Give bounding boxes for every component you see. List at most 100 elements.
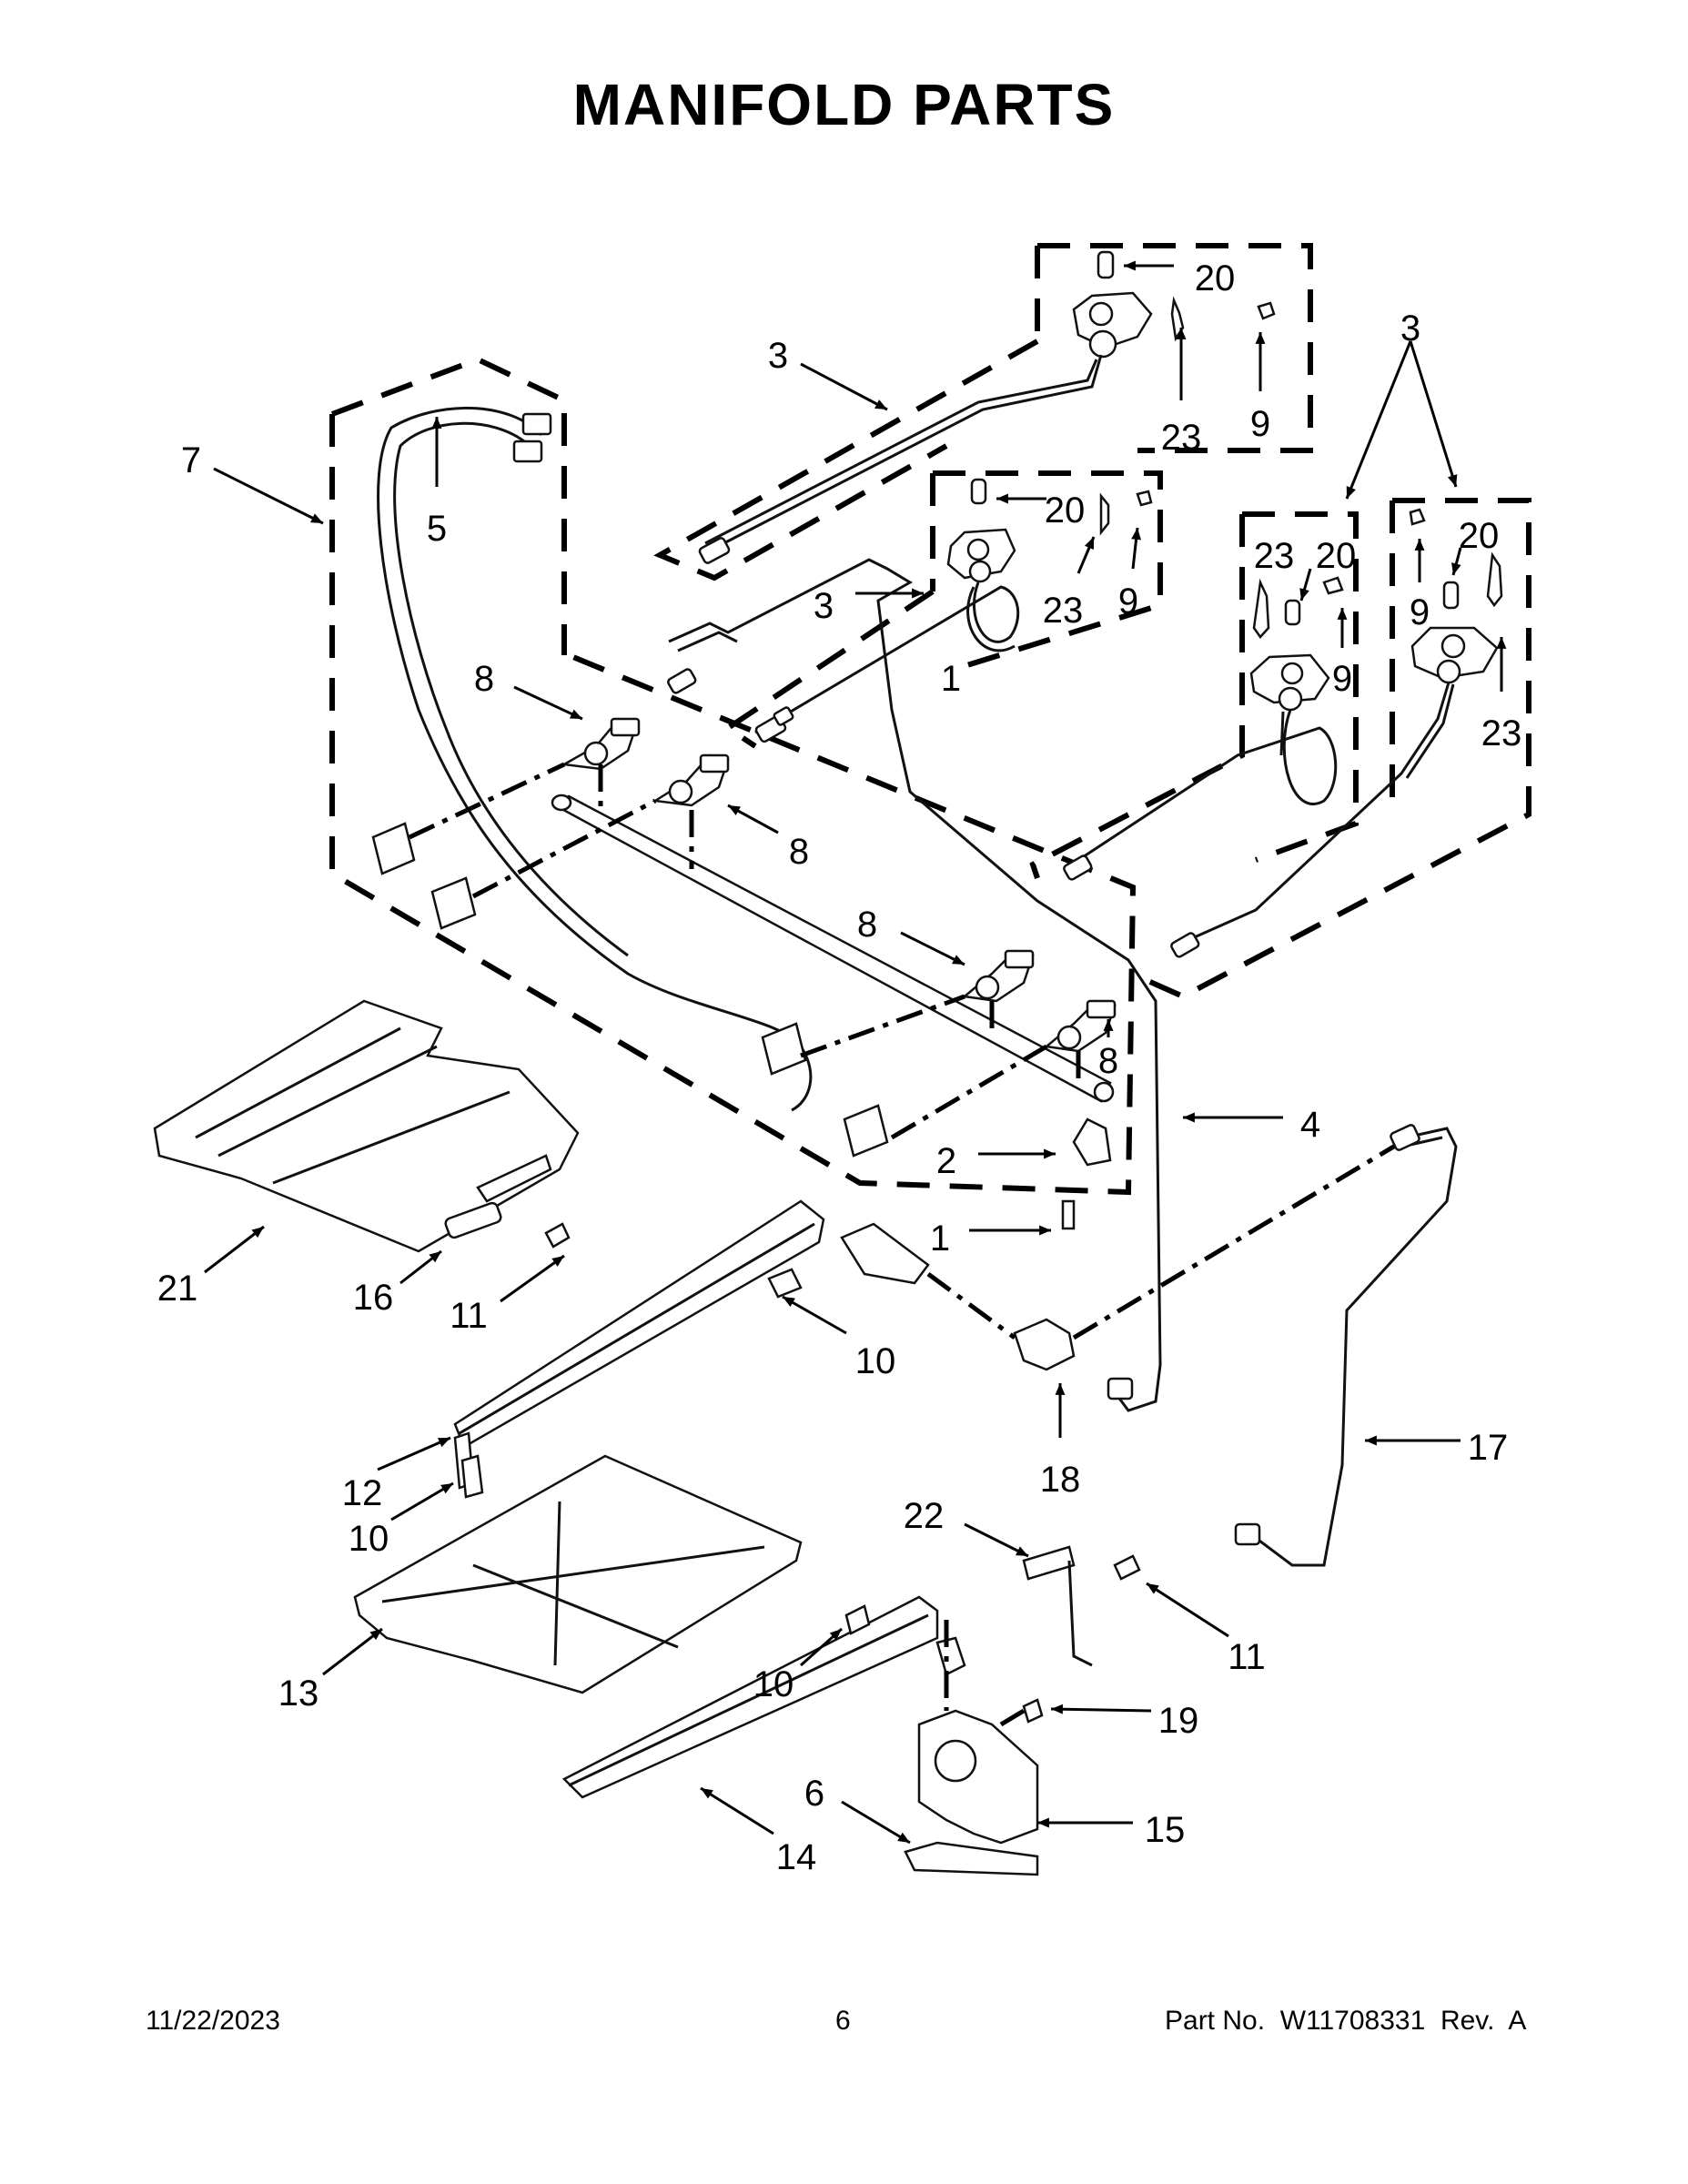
callout-arrowhead [570, 709, 582, 719]
callout-1: 1 [930, 1218, 950, 1259]
callout-7: 7 [181, 440, 201, 480]
callout-8: 8 [789, 832, 809, 872]
callout-arrowhead [1084, 537, 1094, 550]
gas-valve-3 [962, 949, 1035, 1003]
footer-date: 11/22/2023 [146, 2006, 280, 2036]
screw-10-rail [844, 1604, 871, 1635]
callout-arrow [700, 1786, 774, 1835]
bracket-screw [1061, 1199, 1076, 1230]
callout-5: 5 [427, 509, 447, 549]
callout-11: 11 [1228, 1637, 1266, 1677]
callout-arrowhead [897, 1832, 910, 1843]
callout-arrow [1345, 340, 1412, 500]
tube-fitting-top [698, 537, 731, 564]
callout-9: 9 [1250, 404, 1270, 444]
callout-arrow [1146, 1582, 1229, 1638]
group-outline-right-valve-1 [1029, 511, 1359, 879]
igniter-switch-bracket-4 [843, 1104, 889, 1158]
callout-arrowhead [1447, 474, 1458, 487]
tube-fitting-right-1 [1063, 854, 1093, 881]
callout-23: 23 [1481, 713, 1522, 753]
callout-arrow [841, 1800, 911, 1845]
callout-arrowhead [952, 955, 965, 965]
burner-tube-right-2 [1173, 682, 1455, 948]
screw-11-rear [1113, 1554, 1141, 1581]
callout-arrowhead [701, 1788, 713, 1799]
harness-connector-2 [512, 440, 543, 463]
burner-tube-top [704, 354, 1103, 552]
callout-20: 20 [1045, 490, 1086, 531]
callout-arrowhead [874, 399, 887, 410]
callout-9: 9 [1118, 581, 1138, 622]
valve-assembly-right-1 [1249, 576, 1344, 712]
main-gas-line [668, 558, 1162, 1412]
igniter-switch-bracket-3 [761, 1022, 807, 1076]
callout-9: 9 [1410, 592, 1430, 632]
tube-fitting-right-2 [1170, 932, 1200, 958]
callout-23: 23 [1254, 536, 1295, 576]
screw-11-front [544, 1222, 571, 1249]
callout-arrowhead [1451, 562, 1461, 575]
callout-23: 23 [1043, 591, 1084, 631]
callout-arrowhead [440, 1483, 453, 1494]
callout-16: 16 [353, 1278, 394, 1318]
valve-assembly-right-2 [1409, 508, 1503, 684]
callout-arrowhead [1044, 1148, 1056, 1159]
group-outline-right-valve-2 [1140, 498, 1531, 1000]
callout-3: 3 [768, 336, 788, 376]
callout-23: 23 [1161, 418, 1202, 458]
callout-arrow [322, 1627, 383, 1676]
callout-arrowhead [1414, 539, 1425, 551]
harness-connector-1 [521, 412, 552, 436]
footer-part-number: Part No. W11708331 Rev. A [1165, 2006, 1527, 2036]
callout-8: 8 [474, 659, 494, 699]
regulator-bolt [1022, 1698, 1044, 1724]
callout-20: 20 [1316, 536, 1357, 576]
callout-arrowhead [429, 1251, 441, 1263]
ignition-electrode-rear [1022, 1545, 1076, 1581]
callout-arrowhead [829, 1629, 842, 1641]
callout-4: 4 [1300, 1105, 1320, 1145]
callout-arrowhead [1131, 528, 1141, 541]
callout-arrow [900, 931, 965, 966]
callout-2: 2 [936, 1141, 956, 1181]
callout-18: 18 [1040, 1460, 1081, 1500]
footer-page-number: 6 [835, 2006, 851, 2036]
callout-arrow [204, 1225, 265, 1274]
callout-8: 8 [1098, 1041, 1118, 1081]
igniter-switch-bracket-1 [371, 822, 416, 875]
callout-arrowhead [1365, 1435, 1377, 1446]
callout-arrow [390, 1481, 454, 1522]
shield-bracket [476, 1154, 552, 1203]
valve-assembly-mid [946, 478, 1153, 583]
callout-arrowhead [438, 1438, 450, 1448]
burner-tube-right-1 [1064, 709, 1338, 871]
callout-19: 19 [1158, 1701, 1199, 1741]
callout-8: 8 [857, 905, 877, 945]
gas-valve-2 [652, 753, 730, 807]
valve-assembly-top [1072, 250, 1276, 359]
fitting-leader [926, 1139, 1403, 1340]
callout-arrow [500, 1254, 565, 1303]
callout-arrow [377, 1436, 451, 1471]
callout-20: 20 [1195, 258, 1236, 298]
gas-valve-1 [561, 717, 641, 771]
igniter-switch-bracket-2 [430, 876, 477, 930]
callout-11: 11 [450, 1296, 488, 1336]
ignition-electrode-front [444, 1201, 502, 1239]
callout-arrow [1409, 340, 1458, 488]
callout-9: 9 [1332, 659, 1352, 699]
callout-12: 12 [342, 1473, 383, 1513]
regulator-fitting [1013, 1318, 1076, 1371]
callout-arrowhead [1337, 608, 1348, 620]
flex-tube [1255, 1127, 1458, 1567]
callout-21: 21 [157, 1269, 198, 1309]
screw-10-upper [767, 1268, 803, 1299]
callout-arrowhead [1496, 637, 1507, 649]
callout-arrowhead [1051, 1704, 1063, 1714]
callout-3: 3 [814, 586, 834, 626]
page-title: MANIFOLD PARTS [572, 72, 1116, 137]
callout-13: 13 [278, 1673, 319, 1714]
callout-arrowhead [551, 1256, 564, 1267]
